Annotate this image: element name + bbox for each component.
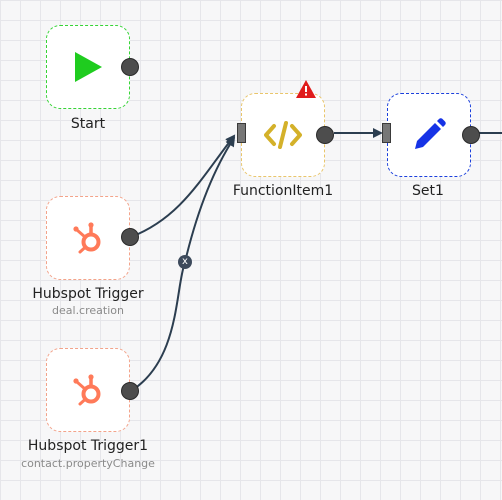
node-start-label: Start — [70, 116, 106, 132]
node-functionitem1[interactable] — [241, 93, 325, 177]
node-set1[interactable] — [387, 93, 471, 177]
set1-input-port[interactable] — [382, 123, 391, 143]
hubspot-icon — [68, 370, 108, 410]
node-hubspot-trigger-subtitle: deal.creation — [52, 304, 124, 317]
node-hubspot-trigger[interactable] — [46, 196, 130, 280]
hubspot-trigger-output-port[interactable] — [121, 228, 139, 246]
pencil-icon — [409, 115, 449, 155]
play-icon — [68, 47, 108, 87]
start-output-port[interactable] — [121, 58, 139, 76]
code-icon — [263, 115, 303, 155]
set1-output-port[interactable] — [462, 126, 480, 144]
node-hubspot-trigger-label: Hubspot Trigger — [32, 286, 144, 302]
hubspot-trigger1-output-port[interactable] — [121, 382, 139, 400]
node-set1-label: Set1 — [412, 183, 444, 199]
functionitem1-output-port[interactable] — [316, 126, 334, 144]
hubspot-icon — [68, 218, 108, 258]
node-start[interactable] — [46, 25, 130, 109]
warning-icon[interactable] — [295, 79, 317, 99]
node-hubspot-trigger1-label: Hubspot Trigger1 — [27, 438, 149, 454]
node-hubspot-trigger1-subtitle: contact.propertyChange — [21, 457, 155, 470]
functionitem1-input-port[interactable] — [237, 123, 246, 143]
node-hubspot-trigger1[interactable] — [46, 348, 130, 432]
connection-hubspot-trigger-to-functionitem1[interactable] — [130, 134, 236, 238]
delete-connection-button[interactable]: x — [178, 255, 192, 269]
node-functionitem1-label: FunctionItem1 — [232, 183, 334, 199]
